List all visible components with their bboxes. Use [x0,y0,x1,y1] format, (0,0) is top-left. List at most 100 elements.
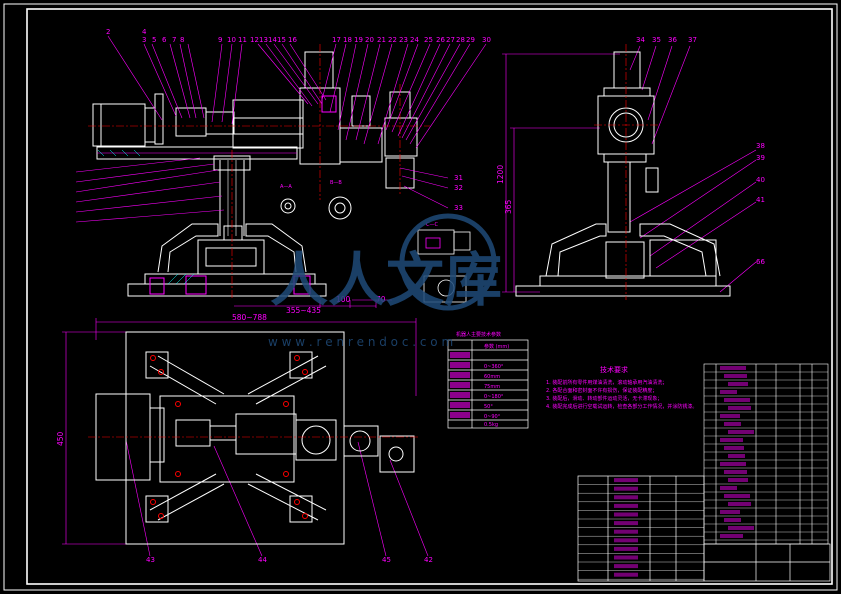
param-row-3: 75mm [484,384,500,390]
callout-39: 39 [756,154,765,162]
title-block-text-fill [614,486,638,491]
title-block-text-fill [614,478,638,483]
notes-title: 技术要求 [600,365,628,374]
callout-22: 22 [388,36,397,44]
callout-5: 5 [152,36,156,44]
title-block-text-fill [614,503,638,508]
notes-line-1: 1. 装配前所有零件用煤油清洗，滚动轴承用汽油清洗； [546,379,667,386]
callout-14: 14 [268,36,277,44]
title-block-text-fill [614,512,638,517]
watermark-text: 人人文库 [270,246,502,314]
callout-4: 4 [142,28,147,36]
front-elevation [92,51,418,297]
callout-7: 7 [172,36,176,44]
dim-100: 100 [336,295,351,304]
param-row-1: 0~360° [484,364,504,370]
callout-32: 32 [454,184,463,192]
parts-list-text-fill [720,366,746,370]
param-row-4: 0~180° [484,394,504,400]
callout-19: 19 [354,36,363,44]
dim-height-1: 1200 [496,165,505,184]
title-block-text-fill [614,564,638,569]
dim-70: 70 [376,295,386,304]
callout-36: 36 [668,36,677,44]
callout-21: 21 [377,36,386,44]
parts-list-text-fill [720,486,737,490]
callout-33: 33 [454,204,463,212]
title-block-text-fill [614,521,638,526]
callout-3: 3 [142,36,146,44]
callout-28: 28 [456,36,465,44]
parts-list-text-fill [728,382,748,386]
dimension-lines [62,53,620,545]
parts-list-text-fill [724,422,741,426]
parts-list-text-fill [728,406,751,410]
dim-plan-width: 580~788 [232,313,267,322]
callout-43: 43 [146,556,155,564]
plan-view [95,331,415,545]
callout-26: 26 [436,36,445,44]
callout-45: 45 [382,556,391,564]
callout-17: 17 [332,36,341,44]
callout-40: 40 [756,176,765,184]
callout-8: 8 [180,36,184,44]
callout-2: 2 [106,28,110,36]
callout-9: 9 [218,36,222,44]
detail-views [417,229,471,303]
callout-20: 20 [365,36,374,44]
parts-list-text-fill [728,454,745,458]
param-table-title: 机器人主要技术参数 [456,331,501,338]
dim-plan-height: 450 [56,431,65,446]
title-block-text-fill [614,538,638,543]
notes-line-3: 3. 装配后，滑动、转动部件运动灵活，无卡滞现象； [546,395,662,402]
title-block-rows [578,478,704,580]
dim-height-2: 365 [504,199,513,214]
param-table-grid [447,339,529,429]
parts-list-text-fill [720,390,737,394]
callout-35: 35 [652,36,661,44]
notes-line-4: 4. 装配完成后进行空载试运转，检查各部分工作情况，并涂防锈漆。 [546,403,697,410]
leader-lines [75,35,757,557]
side-centerlines [594,44,658,300]
callout-29: 29 [466,36,475,44]
title-block-grid [577,475,831,582]
callout-66: 66 [756,258,765,266]
callout-16: 16 [288,36,297,44]
parts-list-text-fill [724,494,750,498]
callout-25: 25 [424,36,433,44]
parts-list-text-fill [724,470,747,474]
parts-list-text-fill [720,414,740,418]
parts-list-text-fill [728,478,748,482]
label-section-b: B—B [330,180,342,186]
callout-12: 12 [250,36,259,44]
parts-list-text-fill [728,502,751,506]
label-section-c: C—C [426,222,438,228]
front-centerlines [88,44,430,300]
callout-13: 13 [259,36,268,44]
parts-list-text-fill [720,534,743,538]
callout-18: 18 [343,36,352,44]
title-block-text-fill [614,495,638,500]
title-block-text-fill [614,546,638,551]
callout-24: 24 [410,36,419,44]
callout-41: 41 [756,196,765,204]
callout-38: 38 [756,142,765,150]
title-block-text-fill [614,529,638,534]
side-elevation [515,51,731,297]
callout-44: 44 [258,556,267,564]
parts-list-text-fill [724,374,747,378]
watermark-url: w w w . r e n r e n d o c . c o m [268,335,453,349]
param-row-2: 60mm [484,374,500,380]
dim-span: 355~435 [286,306,321,315]
parts-list-text-fill [724,518,741,522]
parts-list-text-fill [728,526,754,530]
callout-10: 10 [227,36,236,44]
parts-list-text-fill [720,462,746,466]
callout-31: 31 [454,174,463,182]
callout-23: 23 [399,36,408,44]
parts-list-text-fill [720,438,743,442]
sheet-border-inner [26,8,833,585]
watermark-circle [399,213,497,311]
callout-15: 15 [277,36,286,44]
